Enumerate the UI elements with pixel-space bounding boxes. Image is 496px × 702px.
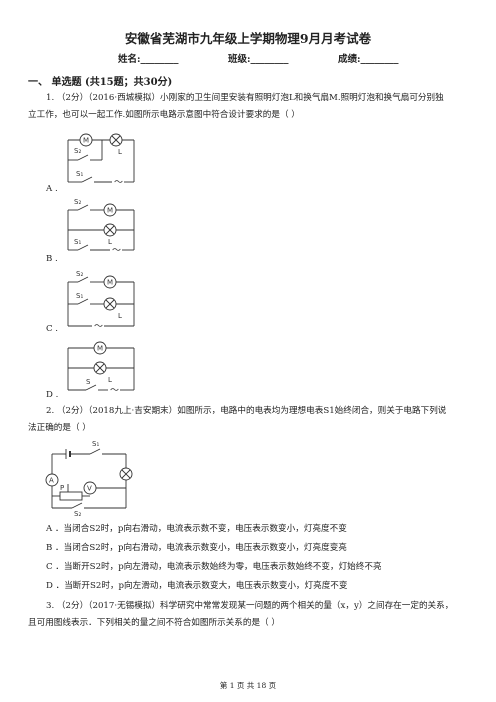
motor-label: M <box>83 137 89 145</box>
q2-text-line2: 法正确的是（ ） <box>28 423 91 433</box>
motor-label: M <box>107 279 113 287</box>
svg-text:～: ～ <box>112 246 121 256</box>
voltmeter-label: V <box>87 485 92 493</box>
class-field[interactable]: 班级:________ <box>228 54 289 65</box>
switch-s1-label: S₁ <box>76 292 83 300</box>
motor-label: M <box>97 345 103 353</box>
lamp-label: L <box>118 148 122 156</box>
switch-s2-label: S₂ <box>74 147 81 155</box>
svg-text:～: ～ <box>110 386 119 396</box>
q1-text-line2: 立工作，也可以一起工作.如图所示电路示意图中符合设计要求的是（ ） <box>28 110 300 120</box>
page-title: 安徽省芜湖市九年级上学期物理9月月考试卷 <box>124 31 372 46</box>
q2-option-d[interactable]: D ．当断开S2时，p向左滑动，电流表示数变大，电压表示数变小，灯亮度不变 <box>46 581 348 591</box>
ammeter-label: A <box>49 477 54 485</box>
switch-s2-label: S₂ <box>74 510 81 518</box>
lamp-label: L <box>108 376 112 384</box>
switch-s2-label: S₂ <box>74 198 81 206</box>
q1-circuit-c: S₂ M S₁ L ～ <box>67 270 135 332</box>
q2-option-b[interactable]: B ．当闭合S2时，p向右滑动，电流表示数变小，电压表示数变小，灯亮度变亮 <box>46 543 347 553</box>
page-number: 第 1 页 共 18 页 <box>219 681 277 690</box>
q1-circuit-a: M S₂ L S₁ ～ <box>67 133 135 188</box>
q1-text-line1: 1. （2分）（2016·西城模拟）小刚家的卫生间里安装有照明灯泡L和换气扇M.… <box>46 93 444 103</box>
svg-text:～: ～ <box>94 322 103 332</box>
motor-label: M <box>107 207 113 215</box>
section-heading: 一、 单选题 (共15题；共30分) <box>28 77 173 88</box>
svg-text:～: ～ <box>114 178 123 188</box>
motor-icon <box>79 133 93 147</box>
lamp-label: L <box>118 312 122 320</box>
q2-circuit: S₁ A P V S₂ <box>45 440 133 518</box>
q2-option-c[interactable]: C ．当断开S2时，p向左滑动，电流表示数始终为零，电压表示数始终不变，灯始终不… <box>46 562 382 572</box>
q1-circuit-b: S₂ M L S₁ ～ <box>67 198 135 256</box>
q2-text-line1: 2. （2分）（2018九上·吉安期末）如图所示，电路中的电表均为理想电表S1始… <box>46 406 447 416</box>
switch-s1-label: S₁ <box>92 440 99 448</box>
switch-s-label: S <box>86 378 91 386</box>
switch-s2-label: S₂ <box>76 270 83 278</box>
switch-s1-label: S₁ <box>76 170 83 178</box>
score-field[interactable]: 成绩:________ <box>338 54 399 65</box>
name-field[interactable]: 姓名:________ <box>118 54 179 65</box>
slider-label: P <box>60 484 64 492</box>
q3-text-line1: 3. （2分）（2017·无锡模拟）科学研究中常常发现某一问题的两个相关的量（x… <box>46 601 454 611</box>
q1-option-d[interactable]: D . <box>46 390 59 400</box>
q1-circuit-d: M L S ～ <box>67 341 135 396</box>
q1-option-b[interactable]: B . <box>46 254 58 264</box>
switch-s1-label: S₁ <box>74 238 81 246</box>
q1-option-a[interactable]: A . <box>46 184 58 194</box>
lamp-label: L <box>108 238 112 246</box>
q1-option-c[interactable]: C . <box>46 324 59 334</box>
q2-option-a[interactable]: A ．当闭合S2时，p向右滑动，电流表示数不变，电压表示数变小，灯亮度不变 <box>46 524 347 534</box>
q3-text-line2: 且可用图线表示．下列相关的量之间不符合如图所示关系的是（ ） <box>28 618 280 628</box>
